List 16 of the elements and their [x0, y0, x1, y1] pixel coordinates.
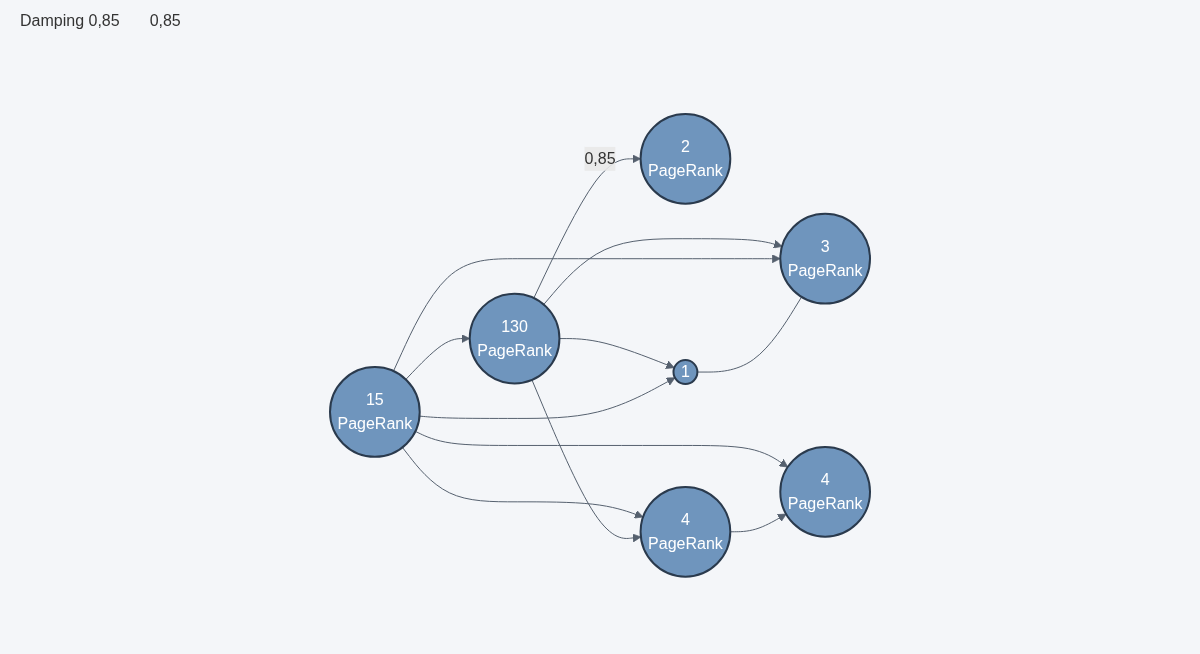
edge-label: 0,85 [584, 149, 616, 167]
note-text: 0,85 [149, 12, 181, 30]
node-circle: 130 PageRank [468, 292, 561, 385]
node-circle: 2 PageRank [639, 112, 732, 205]
node-circle: 15 PageRank [329, 365, 421, 458]
arrow [392, 254, 781, 372]
node-circle: 4 PageRank [779, 445, 871, 538]
node-circle: 3 PageRank [779, 212, 871, 305]
node-circle: 4 PageRank [639, 485, 732, 578]
arrow [401, 446, 644, 519]
arrow [533, 154, 641, 299]
node-circle: 1 [672, 358, 699, 385]
arrow [414, 430, 789, 468]
note-text: Damping 0,85 [20, 12, 120, 30]
arrow [419, 377, 676, 419]
arrow [543, 237, 783, 305]
